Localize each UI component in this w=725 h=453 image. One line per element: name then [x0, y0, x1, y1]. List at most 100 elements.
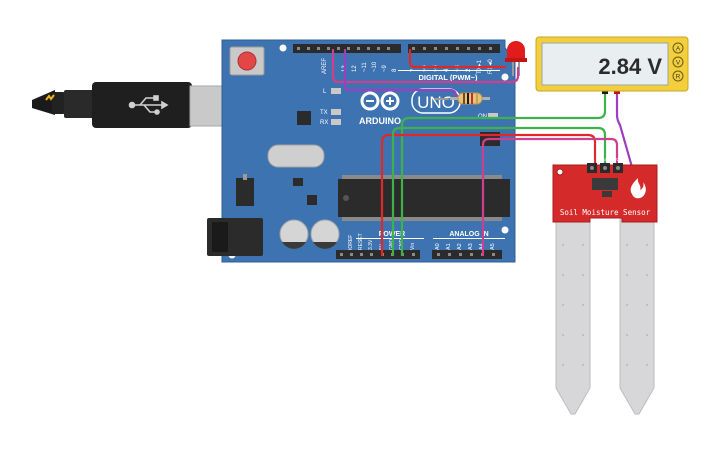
led-rim — [505, 58, 527, 62]
analog-header-label: ANALOG IN — [449, 231, 488, 238]
sensor-pin-vcc-label: VCC — [585, 157, 595, 162]
sensor-chip — [592, 178, 618, 190]
led-body — [507, 41, 525, 60]
mount-hole — [501, 226, 509, 234]
sensor-title: Soil Moisture Sensor — [560, 208, 651, 217]
wire-purple-multimeter[interactable] — [615, 90, 634, 169]
resistor-band — [471, 93, 473, 104]
atmega-chip — [338, 179, 510, 217]
mode-volts-button[interactable] — [672, 56, 684, 68]
sensor-pin-gnd-label: GND — [599, 157, 610, 162]
sensor-mount-hole — [556, 168, 564, 176]
pin-label-a3: A3 — [468, 243, 474, 250]
usb-icon — [128, 95, 169, 115]
pin-label-11: ~11 — [362, 62, 368, 72]
uno-model: UNO — [417, 93, 455, 112]
arduino-uno-board[interactable]: AREF 13 12 ~11 ~10 ~9 8 7 ~6 ~5 4 ~3 2 T… — [207, 39, 516, 263]
smd-component — [293, 178, 303, 186]
regulator-tab — [243, 174, 247, 180]
wires — [331, 48, 634, 257]
voltage-regulator — [236, 178, 254, 206]
digital-header-line — [398, 70, 500, 71]
atmega-chip-pins — [342, 175, 502, 221]
power-header-line — [356, 238, 424, 239]
pin-label-reset: RESET — [358, 233, 364, 250]
wire-magenta-sig[interactable] — [481, 137, 619, 257]
wire-green-gnd[interactable] — [391, 126, 607, 257]
sensor-pin-sig-label: SIG — [612, 157, 620, 162]
sensor-probe-right — [619, 217, 655, 415]
pin-label-12: 12 — [352, 65, 358, 72]
capacitor-right-band — [313, 242, 337, 249]
mount-hole — [279, 44, 287, 52]
mode-resistance-label: R — [676, 74, 681, 81]
l-led — [331, 88, 341, 94]
sensor-pins — [587, 163, 623, 173]
tx-led — [331, 109, 341, 115]
sensor-smd — [602, 191, 612, 197]
usb-cable-strain — [52, 92, 66, 114]
resistor[interactable] — [450, 92, 490, 105]
usb-cable[interactable] — [32, 82, 229, 128]
usb-chip — [297, 111, 311, 125]
header-top-right — [408, 44, 500, 53]
mode-volts-label: V — [676, 60, 681, 67]
pin-label-a2: A2 — [457, 243, 463, 250]
pin-label-6: ~6 — [422, 64, 428, 72]
pin-label-3: ~3 — [455, 64, 461, 72]
pin-label-3v3: 3.3V — [368, 239, 374, 250]
resistor-band — [463, 93, 465, 104]
sparkfun-flame-icon — [630, 178, 646, 199]
power-jack-opening — [212, 222, 228, 252]
probe-dots — [562, 244, 648, 366]
wire-green-multimeter[interactable] — [400, 90, 607, 257]
crystal — [267, 144, 325, 168]
wire-purple-resistor[interactable] — [343, 48, 458, 98]
wire-red-led[interactable] — [408, 48, 507, 69]
usb-lightning-icon — [45, 94, 55, 101]
analog-header-line — [433, 238, 505, 239]
soil-moisture-sensor[interactable]: VCC GND SIG Soil Moisture Sensor — [552, 157, 658, 415]
reset-button[interactable] — [237, 51, 257, 71]
pin-label-a1: A1 — [446, 243, 452, 250]
chip-notch — [343, 195, 349, 201]
rx-led-label: RX — [320, 120, 328, 126]
pin-label-a0: A0 — [435, 243, 441, 250]
arduino-logo-icon — [360, 91, 400, 111]
smd-component — [307, 195, 317, 205]
pin-label-5: ~5 — [433, 64, 439, 72]
mode-amps-label: A — [676, 46, 681, 53]
mode-amps-button[interactable] — [672, 42, 684, 54]
pin-label-ioref: IOREF — [348, 235, 354, 250]
tx-led-label: TX — [320, 110, 328, 116]
multimeter-display — [541, 42, 669, 86]
pin-label-8: 8 — [392, 68, 398, 72]
capacitor-left-band — [282, 242, 306, 249]
pin-label-a5: A5 — [490, 243, 496, 250]
resistor-band — [467, 93, 469, 104]
resistor-band — [476, 93, 478, 104]
header-analog — [432, 250, 502, 259]
header-top-pins — [297, 47, 492, 50]
mount-hole — [501, 73, 509, 81]
arduino-brand: ARDUINO — [359, 116, 401, 126]
on-led — [488, 113, 498, 119]
red-led[interactable] — [505, 41, 527, 76]
resistor-body — [457, 92, 483, 105]
multimeter-reading: 2.84 V — [598, 54, 662, 79]
led-leg — [518, 58, 520, 76]
multimeter[interactable]: 2.84 V A V R — [535, 36, 689, 92]
sensor-probe-left — [555, 217, 591, 415]
l-led-label: L — [323, 89, 327, 95]
pin-label-aref: AREF — [322, 58, 328, 74]
mode-resistance-button[interactable] — [672, 70, 684, 82]
pin-label-vin: Vin — [410, 243, 416, 250]
wire-magenta-led[interactable] — [331, 48, 520, 84]
led-leg — [512, 58, 514, 76]
digital-header-label: DIGITAL (PWM~) — [418, 73, 478, 82]
header-power — [336, 250, 420, 259]
usb-cable-grip — [64, 90, 94, 118]
usb-cable-tail — [32, 90, 55, 115]
rx-led — [331, 119, 341, 125]
